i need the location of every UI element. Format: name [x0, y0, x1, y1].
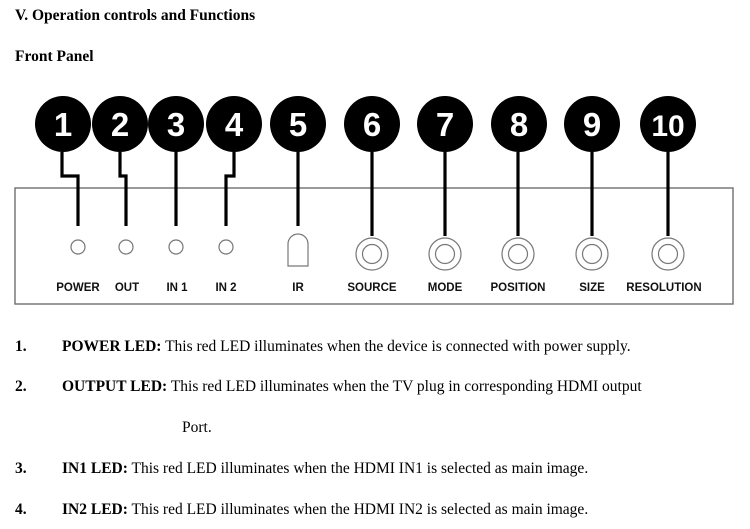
- item-term: POWER LED:: [62, 338, 162, 355]
- position-label: POSITION: [491, 282, 546, 294]
- item-body: IN2 LED: This red LED illuminates when t…: [62, 501, 588, 519]
- position-button-inner: [507, 243, 529, 265]
- item-number: 4.: [15, 501, 27, 518]
- item-text: This red LED illuminates when the device…: [161, 338, 631, 355]
- in1-label: IN 1: [166, 282, 188, 294]
- callout-number-5: 5: [289, 106, 307, 143]
- mode-button-inner: [434, 243, 456, 265]
- item-number: 2.: [15, 378, 27, 395]
- callout-number-1: 1: [54, 106, 72, 143]
- out-label: OUT: [115, 282, 139, 294]
- callout-circle-3: [148, 96, 204, 152]
- callout-number-8: 8: [510, 106, 528, 143]
- callout-circle-1: [35, 96, 91, 152]
- leader-line-4: [224, 152, 236, 226]
- resolution-label: RESOLUTION: [626, 282, 701, 294]
- item-text: This red LED illuminates when the HDMI I…: [127, 460, 589, 477]
- leader-line-1: [60, 152, 80, 226]
- callout-number-10: 10: [651, 110, 684, 143]
- item-number: 3.: [15, 460, 27, 477]
- callout-circle-2: [92, 96, 148, 152]
- ir-sensor-icon: [287, 233, 309, 267]
- subsection-title: Front Panel: [15, 48, 94, 65]
- item-text: This red LED illuminates when the HDMI I…: [127, 501, 589, 518]
- section-title: V. Operation controls and Functions: [15, 7, 256, 24]
- callout-circle-8: [491, 96, 547, 152]
- item-body: OUTPUT LED: This red LED illuminates whe…: [62, 378, 642, 396]
- power-led-icon: [70, 239, 86, 255]
- callout-number-9: 9: [583, 106, 601, 143]
- in2-led-icon: [218, 239, 234, 255]
- source-label: SOURCE: [347, 282, 397, 294]
- callout-number-6: 6: [363, 106, 381, 143]
- front-panel-diagram: 1 2 3 4 5 6 7 8 9 10: [14, 94, 734, 310]
- callout-number-7: 7: [436, 106, 454, 143]
- size-button-inner: [581, 243, 603, 265]
- power-label: POWER: [56, 282, 100, 294]
- callout-number-2: 2: [111, 106, 129, 143]
- out-led-icon: [118, 239, 134, 255]
- source-button-inner: [361, 243, 383, 265]
- size-label: SIZE: [579, 282, 605, 294]
- item-body: POWER LED: This red LED illuminates when…: [62, 338, 631, 356]
- item-number: 1.: [15, 338, 27, 355]
- in2-label: IN 2: [215, 282, 236, 294]
- item-term: OUTPUT LED:: [62, 378, 168, 395]
- item-term: IN1 LED:: [62, 460, 128, 477]
- callout-number-3: 3: [167, 106, 185, 143]
- callout-circle-10: [640, 96, 696, 152]
- item-continuation: Port.: [182, 419, 212, 436]
- leader-line-2: [118, 152, 128, 226]
- resolution-button-inner: [657, 243, 679, 265]
- callout-circle-7: [417, 96, 473, 152]
- callout-number-4: 4: [225, 106, 244, 143]
- item-text: This red LED illuminates when the TV plu…: [167, 378, 642, 395]
- ir-label: IR: [292, 282, 304, 294]
- callout-circle-6: [344, 96, 400, 152]
- callout-circle-9: [564, 96, 620, 152]
- item-body: IN1 LED: This red LED illuminates when t…: [62, 460, 588, 478]
- callout-circle-4: [206, 96, 262, 152]
- callout-circle-5: [270, 96, 326, 152]
- mode-label: MODE: [428, 282, 463, 294]
- item-term: IN2 LED:: [62, 501, 128, 518]
- in1-led-icon: [168, 239, 184, 255]
